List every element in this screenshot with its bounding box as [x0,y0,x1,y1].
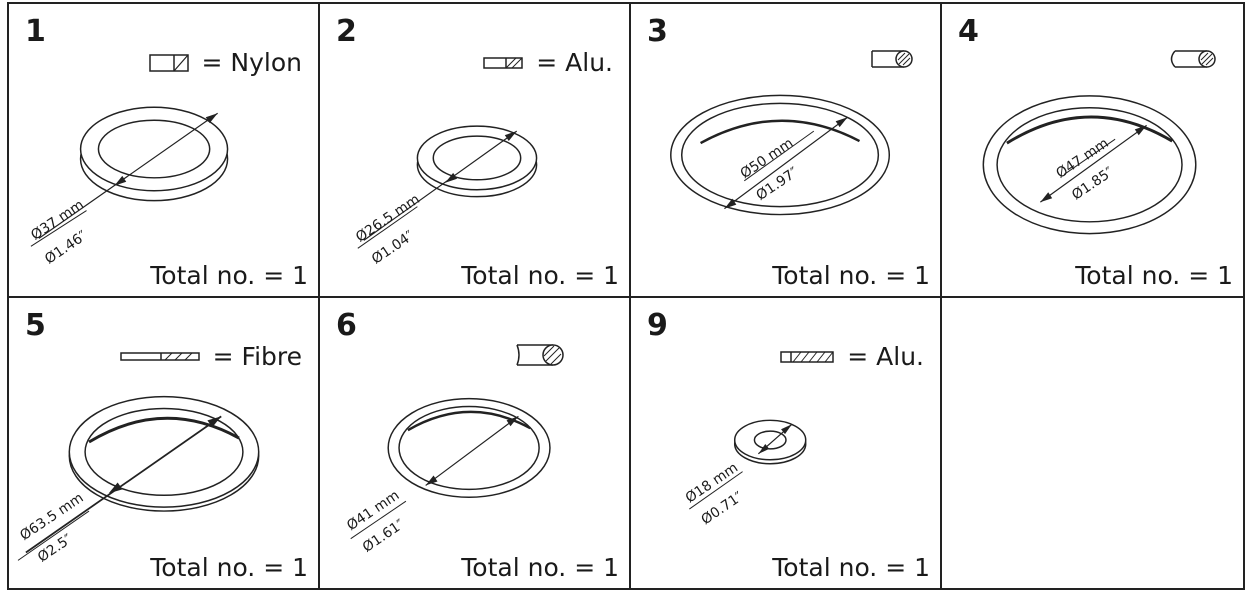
ring-drawing: Ø26.5 mm Ø1.04″ [353,125,538,268]
item-number: 3 [647,14,668,49]
ring-drawing: Ø41 mm Ø1.61″ [344,397,551,556]
total-count: Total no. = 1 [1075,261,1233,290]
material-legend: = Nylon [148,48,302,77]
total-count: Total no. = 1 [150,261,308,290]
item-number: 2 [336,14,357,49]
diameter-inch: Ø2.5″ [35,531,75,565]
total-count: Total no. = 1 [772,261,930,290]
flat-hatched-section-icon [780,350,835,363]
material-legend [870,48,924,70]
item-number: 5 [25,308,46,343]
round-section-icon [516,344,564,366]
gasket-cell-5: 5 = Fibre Ø63.5 mm Ø2.5″ Total no. = 1 [9,298,320,588]
gasket-cell-2: 2 = Alu. Ø26.5 mm Ø1.04″ Total no. = 1 [320,4,631,298]
material-label: = Nylon [201,48,302,77]
material-label: = Fibre [212,342,302,371]
rectangular-section-icon [148,53,189,72]
gasket-cell-1: 1 = Nylon Ø37 mm Ø1.46″ Total no. = 1 [9,4,320,298]
item-number: 6 [336,308,357,343]
material-legend [515,342,577,368]
empty-cell [942,298,1243,588]
ring-drawing: Ø63.5 mm Ø2.5″ [17,395,260,566]
thin-flat-section-icon [119,351,200,361]
total-count: Total no. = 1 [461,553,619,582]
round-section-icon [871,50,913,68]
ring-drawing: Ø18 mm Ø0.71″ [683,419,807,528]
ring-drawing: Ø47 mm Ø1.85″ [982,95,1197,235]
item-number: 9 [647,308,668,343]
total-count: Total no. = 1 [150,553,308,582]
gasket-cell-6: 6 Ø41 mm Ø1.61″ Total no. = 1 [320,298,631,588]
gasket-cell-4: 4 Ø47 mm Ø1.85″ Total no. = 1 [942,4,1243,298]
gasket-cell-3: 3 Ø50 mm Ø1.97″ Total no. = 1 [631,4,942,298]
material-legend [1167,48,1227,70]
material-label: = Alu. [536,48,613,77]
ring-drawing: Ø37 mm Ø1.46″ [28,106,229,268]
gasket-cell-9: 9 = Alu. Ø18 mm Ø0.71″ Total no. [631,298,942,588]
material-legend: = Alu. [482,48,613,77]
total-count: Total no. = 1 [772,553,930,582]
round-section-icon [1170,50,1216,68]
ring-drawing: Ø50 mm Ø1.97″ [670,94,891,216]
item-number: 4 [958,14,979,49]
material-legend: = Alu. [779,342,924,371]
gasket-table: 1 = Nylon Ø37 mm Ø1.46″ Total no. = 1 2 [7,2,1245,590]
material-label: = Alu. [847,342,924,371]
material-legend: = Fibre [119,342,302,371]
total-count: Total no. = 1 [461,261,619,290]
item-number: 1 [25,14,46,49]
flat-rectangular-section-icon [483,56,524,69]
